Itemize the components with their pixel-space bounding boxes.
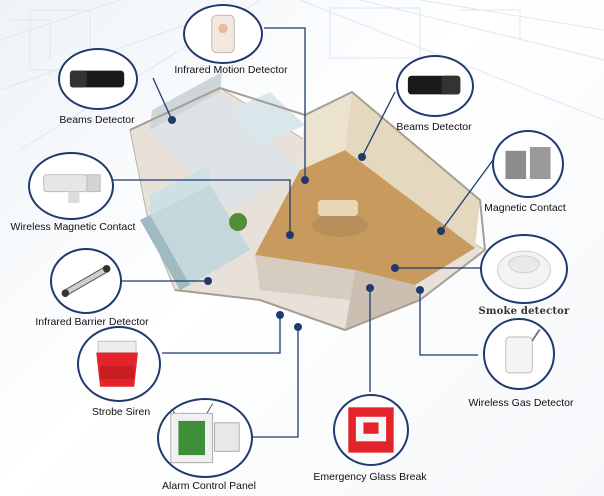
alarm-control-panel-icon xyxy=(157,398,253,478)
infrared-barrier-detector-label: Infrared Barrier Detector xyxy=(35,316,149,328)
wireless-gas-detector-icon xyxy=(483,318,555,390)
emergency-glass-break-label: Emergency Glass Break xyxy=(313,471,427,483)
infrared-barrier-detector-icon xyxy=(50,248,122,314)
infrared-motion-detector-label: Infrared Motion Detector xyxy=(174,64,288,76)
strobe-siren-label: Strobe Siren xyxy=(91,406,151,418)
beams-detector-left-label: Beams Detector xyxy=(59,114,135,126)
emergency-glass-break-icon xyxy=(333,394,409,466)
beams-detector-right-icon xyxy=(396,55,474,117)
wireless-magnetic-contact-icon xyxy=(28,152,114,220)
magnetic-contact-label: Magnetic Contact xyxy=(484,202,566,214)
smoke-detector-label: Smoke detector xyxy=(478,306,570,317)
wireless-magnetic-contact-label: Wireless Magnetic Contact xyxy=(10,221,136,233)
wireless-gas-detector-label: Wireless Gas Detector xyxy=(468,397,574,409)
strobe-siren-icon xyxy=(77,326,161,402)
beams-detector-right-label: Beams Detector xyxy=(396,121,472,133)
infrared-motion-detector-icon xyxy=(183,4,263,64)
smoke-detector-icon xyxy=(480,234,568,304)
magnetic-contact-icon xyxy=(492,130,564,198)
connector-lines xyxy=(110,27,494,438)
connector-dots xyxy=(168,116,445,331)
alarm-control-panel-label: Alarm Control Panel xyxy=(162,480,256,492)
beams-detector-left-icon xyxy=(58,48,138,110)
